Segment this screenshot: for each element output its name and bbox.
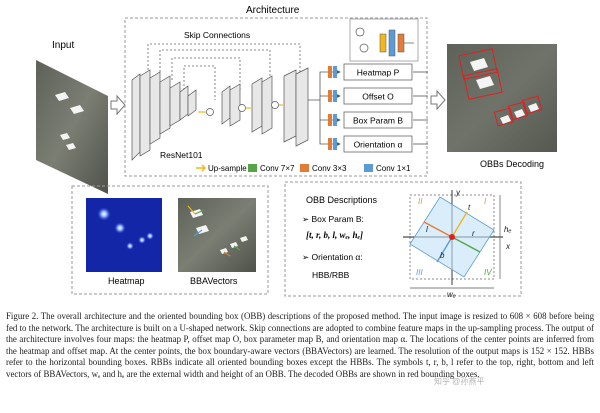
label-we: wₑ [447, 290, 456, 299]
legend-swatch [248, 164, 257, 172]
quadrant-I: I [484, 197, 487, 206]
head-label: Offset O [362, 92, 394, 102]
head-box [343, 87, 413, 105]
legend-swatch [300, 164, 309, 172]
add-node-icon [206, 108, 214, 116]
box-param-line: ➢ Box Param B: [302, 214, 364, 224]
caption-line: the box boundary-aware vectors (BBAVecto… [6, 345, 594, 368]
heatmap-label: Heatmap [108, 276, 145, 286]
vector-l: l [426, 225, 428, 234]
legend-label: Conv 3×3 [312, 164, 347, 173]
bbavectors-label: BBAVectors [190, 276, 238, 286]
arrow-icon [110, 94, 126, 116]
orientation-line: ➢ Orientation α: [302, 252, 363, 262]
head-label: Box Param B [353, 116, 403, 126]
vector-t: t [468, 203, 471, 212]
box-param-vector: [t, r, b, l, wₑ, hₑ] [306, 230, 363, 240]
caption-line: Figure 2. The overall architecture and t… [6, 311, 498, 321]
caption-line: vectors of BBAVectors, wₑ and hₑ are the… [6, 368, 480, 379]
legend-label: Up-sample [208, 164, 247, 173]
caption-line: bounding boxes. RBBs indicate all orient… [88, 357, 595, 368]
watermark: 知乎 @孙燕平 [434, 377, 485, 386]
caption-line: feature maps in the up-sampling process.… [6, 322, 595, 345]
caption-line: to 608 × 608 before being fed to the net… [6, 311, 595, 333]
skip-connections-label: Skip Connections [184, 30, 250, 40]
outputs-box [71, 185, 269, 295]
head-label: Heatmap P [357, 68, 400, 78]
obb-description-box [284, 181, 522, 297]
input-label: Input [52, 40, 74, 51]
axis-x: x [505, 242, 511, 251]
head-box [343, 135, 413, 153]
architecture-box [124, 17, 428, 177]
head-label: Orientation α [354, 140, 403, 150]
legend-label: Conv 1×1 [376, 164, 411, 173]
orientation-values: HBB/RBB [312, 270, 350, 280]
head-box [343, 111, 413, 129]
add-node-icon [271, 101, 279, 109]
head-box [343, 63, 413, 81]
label-he: hₑ [504, 225, 512, 234]
quadrant-IV: IV [484, 268, 492, 277]
vector-r: r [472, 229, 475, 238]
legend-swatch [196, 164, 207, 172]
quadrant-II: II [418, 197, 423, 206]
obb-decoding-label: OBBs Decoding [480, 159, 544, 169]
encoder-blocks [131, 69, 197, 161]
architecture-figure: Input Architecture Skip Connections ResN… [36, 5, 557, 299]
arrow-icon [430, 89, 446, 111]
skip-connections [147, 43, 301, 100]
obb-decoding-image [447, 44, 557, 152]
caption-line: map B, and orientation map α. The locati… [6, 334, 594, 356]
vector-b: b [440, 251, 445, 260]
legend-label: Conv 7×7 [260, 164, 295, 173]
obb-desc-title: OBB Descriptions [306, 195, 378, 205]
heatmap-image [86, 198, 162, 272]
axis-y: y [455, 188, 461, 197]
resnet-label: ResNet101 [160, 150, 203, 160]
figure-caption: Figure 2. The overall architecture and t… [6, 311, 594, 381]
quadrant-III: III [416, 268, 423, 277]
upsample-inset [349, 18, 419, 62]
architecture-label: Architecture [246, 5, 300, 16]
legend-swatch [364, 164, 373, 172]
decoder-blocks [221, 67, 309, 147]
add-node-icon [238, 104, 246, 112]
input-image [36, 60, 108, 194]
bbavectors-image [178, 198, 256, 272]
obb-diagram [403, 190, 503, 289]
